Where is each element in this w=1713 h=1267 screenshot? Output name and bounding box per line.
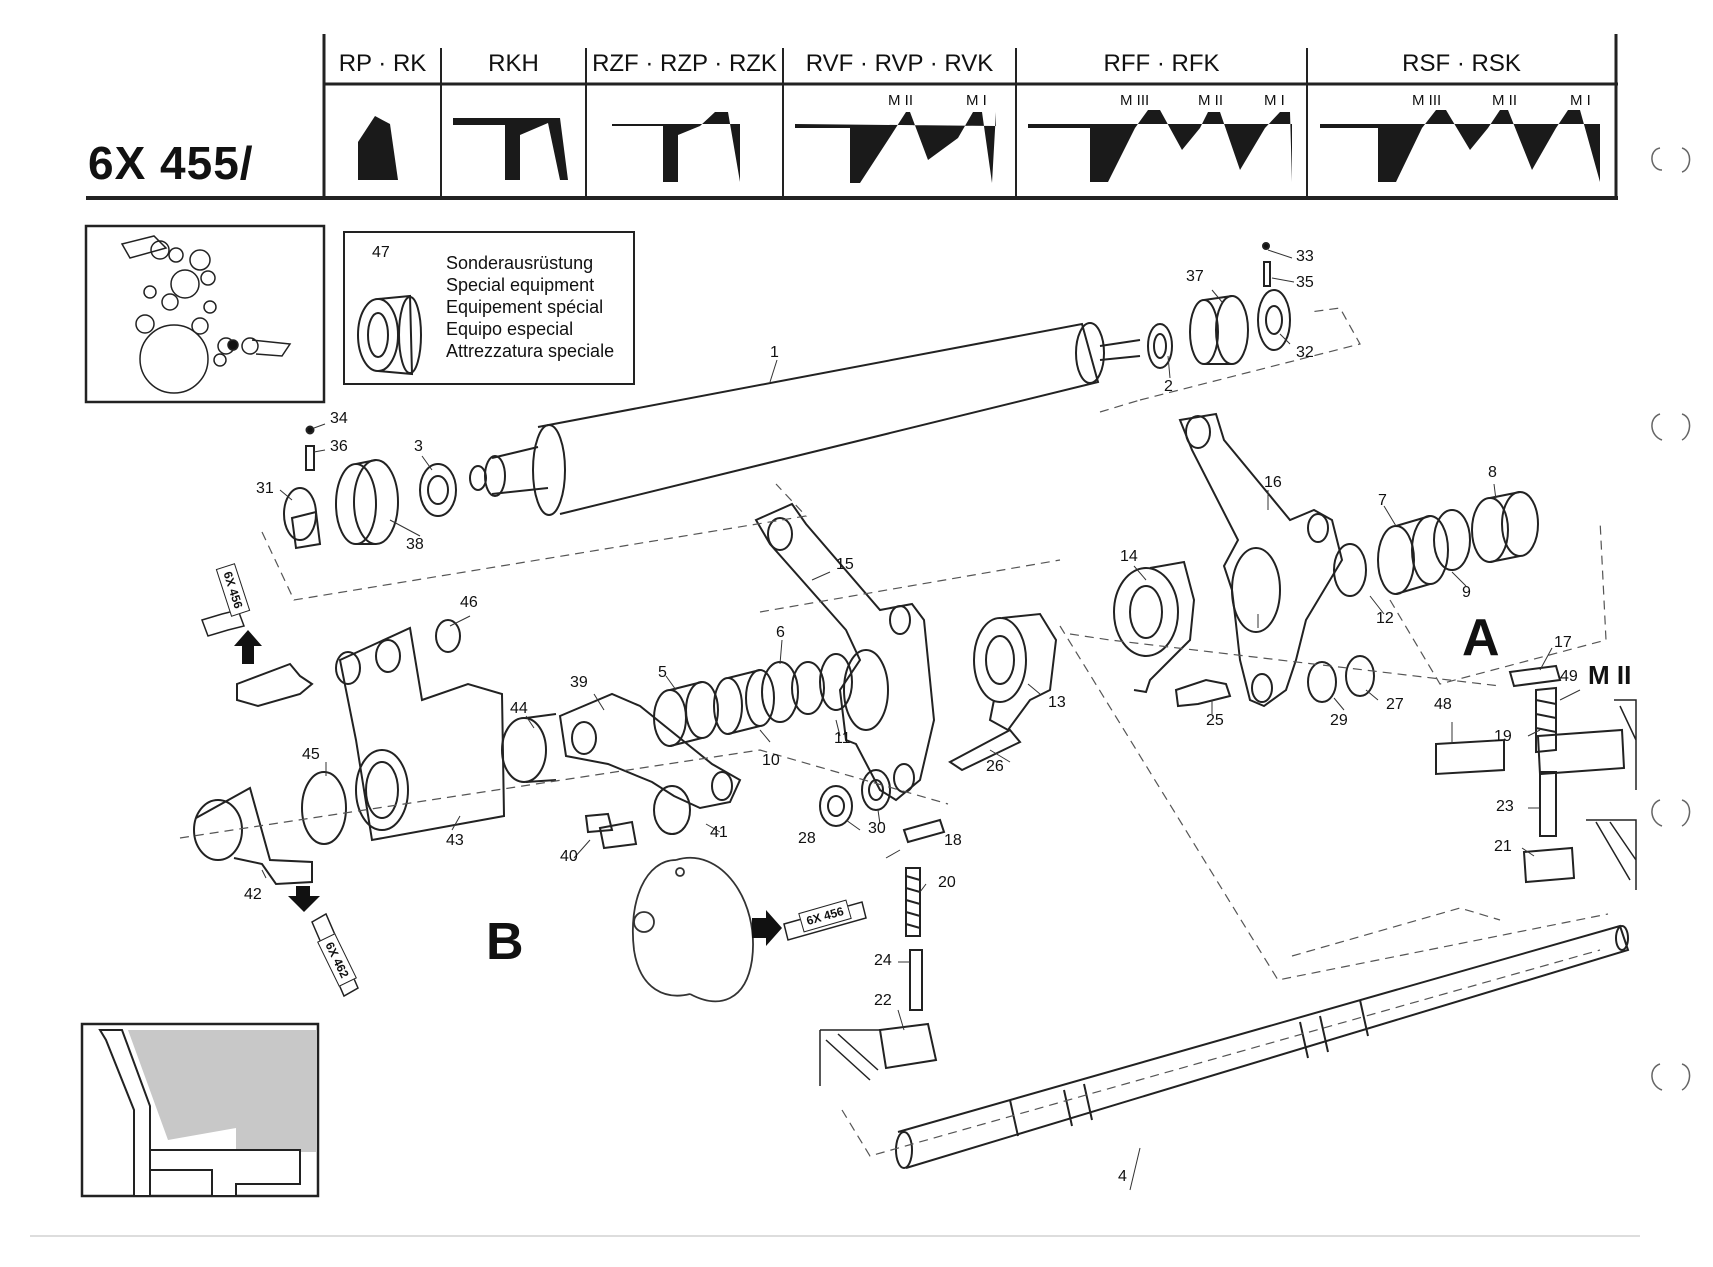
header-col-rff-rfk: RFF · RFK [1103, 50, 1220, 77]
special-equipment-legend [343, 231, 635, 385]
sub-label: M III [1120, 92, 1150, 109]
callout-43: 43 [446, 832, 464, 849]
callout-2: 2 [1164, 378, 1173, 395]
callout-25: 25 [1206, 712, 1224, 729]
section-label-b: B [486, 913, 524, 971]
callout-48: 48 [1434, 696, 1452, 713]
callout-18: 18 [944, 832, 962, 849]
callout-49: 49 [1560, 668, 1578, 685]
callout-20: 20 [938, 874, 956, 891]
callout-15: 15 [836, 556, 854, 573]
callout-22: 22 [874, 992, 892, 1009]
callout-35: 35 [1296, 274, 1314, 291]
callout-42: 42 [244, 886, 262, 903]
callout-27: 27 [1386, 696, 1404, 713]
callout-45: 45 [302, 746, 320, 763]
legend-line-it: Attrezzatura speciale [446, 341, 615, 361]
legend-text: Sonderausrüstung Special equipment Equip… [446, 252, 614, 362]
callout-38: 38 [406, 536, 424, 553]
main-shaft [895, 924, 1630, 1169]
binder-holes [1651, 147, 1691, 1091]
sub-label: M II [1492, 92, 1517, 109]
assembly-lines [179, 307, 1609, 1157]
section-label-a: A [1462, 609, 1500, 667]
callout-11: 11 [834, 730, 851, 747]
callout-40: 40 [560, 848, 578, 865]
detail-a-parts [1435, 664, 1637, 890]
callout-46: 46 [460, 594, 478, 611]
callout-37: 37 [1186, 268, 1204, 285]
legend-part-number: 47 [372, 244, 390, 261]
roller-layout-inset [84, 224, 326, 404]
callout-29: 29 [1330, 712, 1348, 729]
lever-16-assembly [1113, 412, 1375, 708]
callout-3: 3 [414, 438, 423, 455]
callout-31: 31 [256, 480, 274, 497]
header-col-rvf-rvp-rvk: RVF · RVP · RVK [805, 50, 994, 77]
sub-label: M II [1198, 92, 1223, 109]
link-39 [558, 692, 742, 850]
callout-26: 26 [986, 758, 1004, 775]
callout-4: 4 [1118, 1168, 1127, 1185]
pulley-wheel [632, 857, 754, 1003]
callout-24: 24 [874, 952, 892, 969]
right-bearing-group [1147, 242, 1291, 369]
callout-32: 32 [1296, 344, 1314, 361]
legend-line-de: Sonderausrüstung [446, 253, 594, 273]
direction-arrows [234, 630, 782, 946]
header-col-rp-rk: RP · RK [338, 50, 427, 77]
callout-39: 39 [570, 674, 588, 691]
callout-30: 30 [868, 820, 886, 837]
callout-19: 19 [1494, 728, 1512, 745]
lever-13 [948, 612, 1058, 772]
callout-12: 12 [1376, 610, 1394, 627]
callout-13: 13 [1048, 694, 1066, 711]
callout-21: 21 [1494, 838, 1512, 855]
machine-frame-inset [80, 1022, 320, 1198]
part-group-title: 6X 455/ [88, 137, 254, 189]
callout-28: 28 [798, 830, 816, 847]
callout-17: 17 [1554, 634, 1572, 651]
leader-lines [261, 249, 1581, 1191]
callout-7: 7 [1378, 492, 1387, 509]
callout-36: 36 [330, 438, 348, 455]
bearing-stack-a [1333, 491, 1539, 597]
callout-1: 1 [770, 344, 779, 361]
sub-label: M I [1570, 92, 1591, 109]
callout-6: 6 [776, 624, 785, 641]
legend-line-fr: Equipement spécial [446, 297, 604, 317]
callout-5: 5 [658, 664, 667, 681]
sub-label: M I [966, 92, 987, 109]
callout-14: 14 [1120, 548, 1138, 565]
sub-label: M III [1412, 92, 1442, 109]
callout-10: 10 [762, 752, 780, 769]
sub-label: M II [888, 92, 913, 109]
callout-34: 34 [330, 410, 348, 427]
adjuster-parts-b [819, 769, 946, 1086]
main-roller [469, 322, 1141, 516]
legend-line-es: Equipo especial [446, 319, 574, 339]
header-col-rsf-rsk: RSF · RSK [1402, 50, 1521, 77]
callout-41: 41 [710, 824, 728, 841]
legend-line-en: Special equipment [446, 275, 595, 295]
callout-23: 23 [1496, 798, 1514, 815]
callout-44: 44 [510, 700, 528, 717]
lever-assembly-b [193, 619, 557, 886]
callout-16: 16 [1264, 474, 1282, 491]
special-equipment-bushing [357, 294, 422, 376]
section-label-m2: M II [1588, 660, 1632, 690]
sub-label: M I [1264, 92, 1285, 109]
callout-8: 8 [1488, 464, 1497, 481]
header-col-rzf-rzp-rzk: RZF · RZP · RZK [592, 50, 777, 77]
tooth-profiles [358, 110, 1600, 183]
callout-33: 33 [1296, 248, 1314, 265]
left-bearing-group [283, 425, 457, 550]
lever-15 [754, 502, 936, 802]
header-col-rkh: RKH [488, 50, 539, 77]
bearing-stack [653, 653, 853, 747]
callout-9: 9 [1462, 584, 1471, 601]
